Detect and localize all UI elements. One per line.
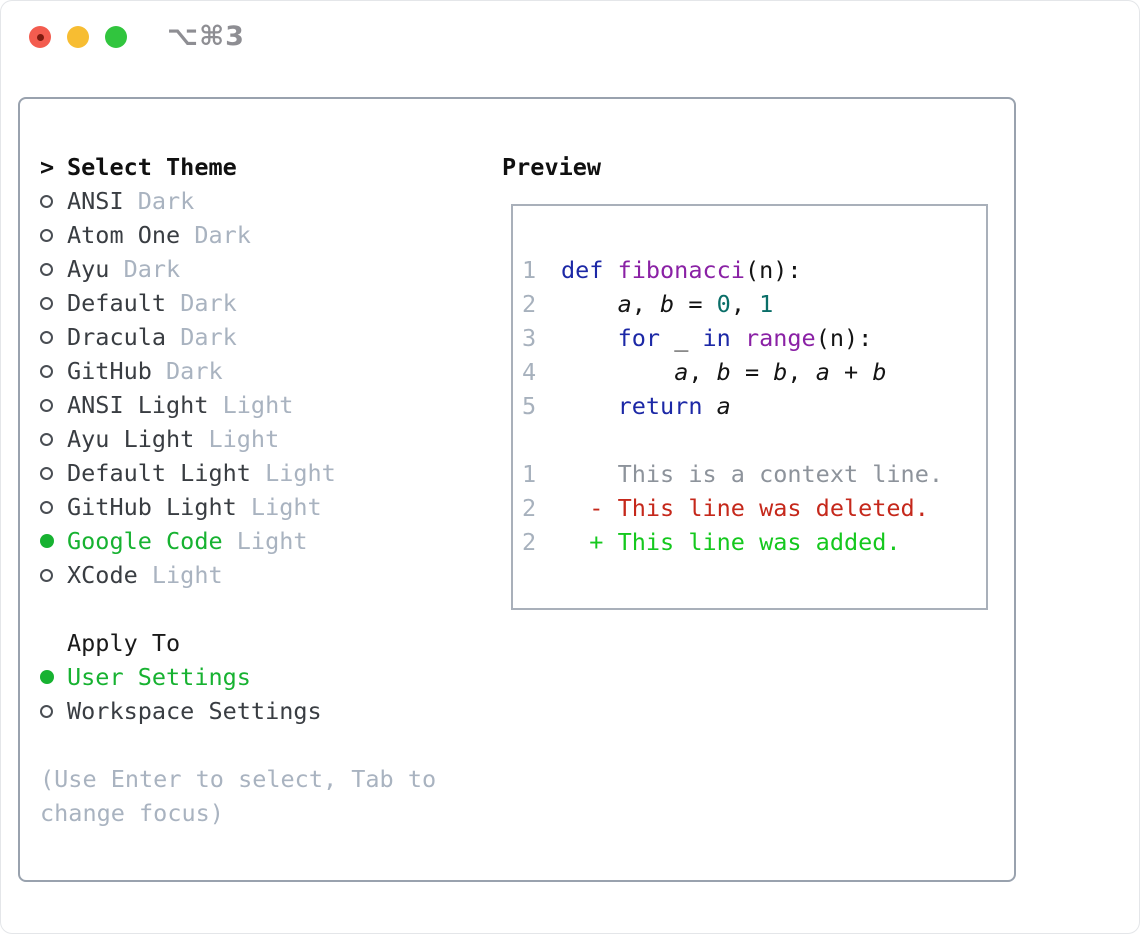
line-number: 2 [522, 528, 537, 556]
radio-icon [40, 398, 53, 412]
item-option-github-light[interactable]: GitHub Light Light [40, 490, 436, 524]
item-option-ayu[interactable]: Ayu Dark [40, 252, 436, 286]
code-line [522, 423, 986, 457]
line-number: 2 [522, 494, 537, 522]
theme-variant-badge: Light [265, 459, 336, 487]
theme-variant-badge: Dark [194, 221, 251, 249]
item-name: Google Code [67, 527, 223, 555]
theme-variant-badge: Light [151, 561, 223, 589]
item-option-ayu-light[interactable]: Ayu Light Light [40, 422, 436, 456]
item-name: GitHub [67, 357, 152, 385]
help-text-line2: change focus) [40, 799, 224, 827]
window-title: ⌥⌘3 [167, 21, 245, 52]
apply-option-workspace-settings[interactable]: Workspace Settings [40, 694, 436, 728]
theme-variant-badge: Light [222, 391, 294, 419]
radio-icon [40, 296, 53, 310]
help-text-line1: (Use Enter to select, Tab to [40, 765, 437, 793]
cursor-chevron-icon: > [40, 153, 55, 181]
radio-icon [40, 466, 53, 480]
theme-variant-badge: Light [250, 493, 322, 521]
line-number: 4 [522, 358, 537, 386]
theme-variant-badge: Light [208, 425, 280, 453]
apply-option-user-settings[interactable]: User Settings [40, 660, 436, 694]
code-line: 2 a, b = 0, 1 [522, 290, 774, 318]
minimize-button[interactable] [67, 26, 89, 48]
item-name: Atom One [67, 221, 181, 249]
code-line: 2 - This line was deleted. [522, 494, 929, 522]
theme-variant-badge: Dark [137, 187, 195, 215]
item-option-xcode[interactable]: XCode Light [40, 558, 436, 592]
item-name: Default Light [67, 459, 251, 487]
theme-variant-badge: Dark [180, 289, 237, 317]
code-line: 1 This is a context line. [522, 460, 944, 488]
apply-to-label: Apply To [67, 629, 181, 657]
item-name: XCode [67, 561, 138, 589]
radio-icon [40, 330, 53, 344]
item-option-google-code[interactable]: Google Code Light [40, 524, 436, 558]
theme-variant-badge: Dark [180, 323, 237, 351]
line-number: 2 [522, 290, 537, 318]
item-option-default-light[interactable]: Default Light Light [40, 456, 436, 490]
item-option-default[interactable]: Default Dark [40, 286, 436, 320]
radio-icon [40, 432, 53, 446]
close-button[interactable] [29, 26, 51, 48]
radio-icon [40, 500, 53, 514]
item-option-ansi[interactable]: ANSI Dark [40, 184, 436, 218]
item-name: Dracula [67, 323, 167, 351]
item-name: Ayu [67, 255, 110, 283]
radio-icon [40, 364, 53, 378]
code-line: 2 + This line was added. [522, 528, 901, 556]
code-line: 5 return a [522, 392, 731, 420]
item-option-atom-one[interactable]: Atom One Dark [40, 218, 436, 252]
radio-icon [40, 704, 53, 718]
radio-selected-icon [40, 534, 54, 548]
zoom-button[interactable] [105, 26, 127, 48]
spacer [40, 592, 436, 626]
select-theme-header: > Select Theme [40, 150, 436, 184]
item-name: GitHub Light [67, 493, 237, 521]
item-option-ansi-light[interactable]: ANSI Light Light [40, 388, 436, 422]
item-name: Ayu Light [67, 425, 195, 453]
preview-header: Preview [502, 153, 602, 181]
theme-variant-badge: Light [236, 527, 308, 555]
titlebar [29, 26, 127, 48]
item-option-github[interactable]: GitHub Dark [40, 354, 436, 388]
line-number: 5 [522, 392, 537, 420]
item-name: Default [67, 289, 167, 317]
radio-icon [40, 194, 53, 208]
item-name: ANSI Light [67, 391, 209, 419]
radio-icon [40, 228, 53, 242]
code-line: 4 a, b = b, a + b [522, 358, 887, 386]
spacer [40, 728, 436, 762]
line-number: 1 [522, 256, 537, 284]
apply-name: User Settings [67, 663, 251, 691]
item-option-dracula[interactable]: Dracula Dark [40, 320, 436, 354]
apply-name: Workspace Settings [67, 697, 322, 725]
line-number: 3 [522, 324, 537, 352]
select-theme-label: Select Theme [67, 153, 237, 181]
item-name: ANSI [67, 187, 124, 215]
line-number: 1 [522, 460, 537, 488]
code-line: 3 for _ in range(n): [522, 324, 873, 352]
theme-variant-badge: Dark [123, 255, 181, 283]
theme-variant-badge: Dark [166, 357, 223, 385]
radio-icon [40, 568, 53, 582]
apply-to-header: Apply To [40, 626, 436, 660]
radio-selected-icon [40, 670, 54, 684]
radio-icon [40, 262, 53, 276]
